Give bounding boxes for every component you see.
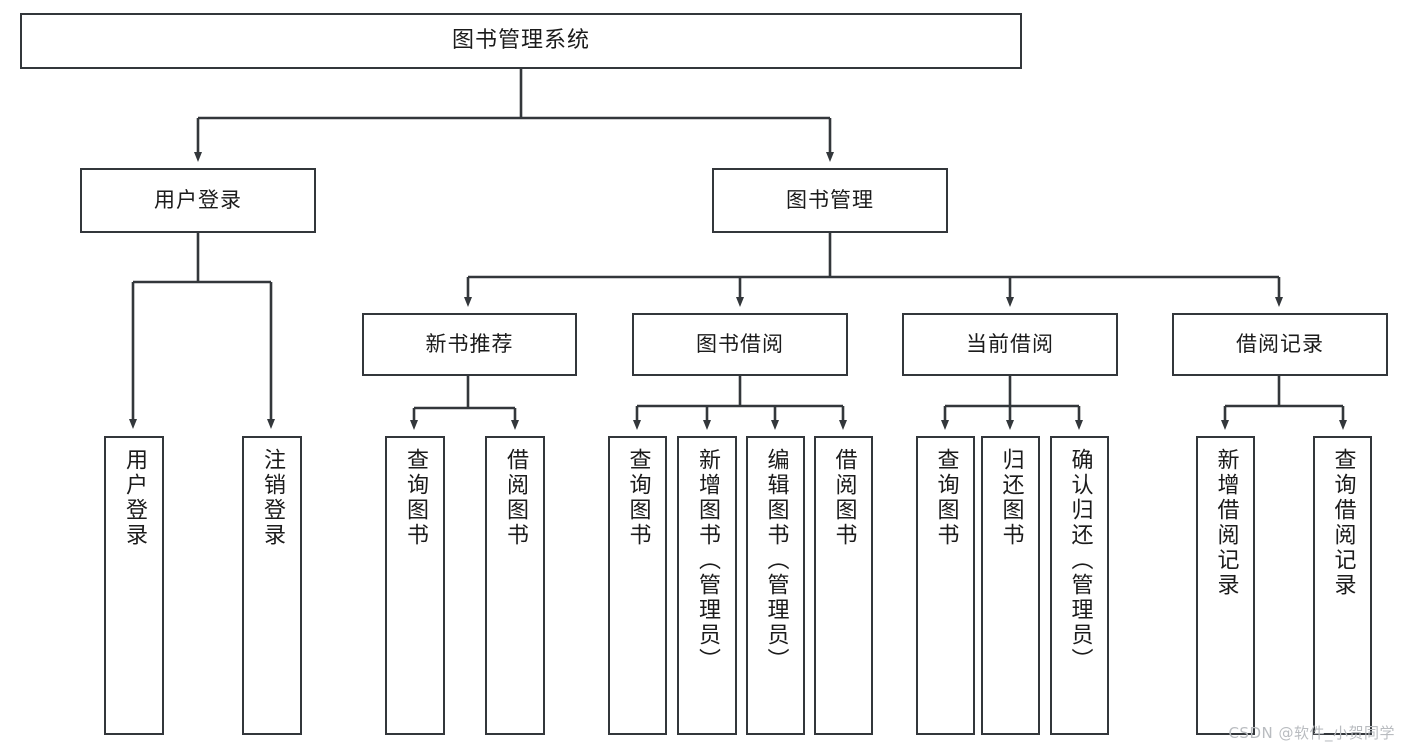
leaf-add-book-admin[interactable]: 新增图书（管理员） [677,436,737,735]
node-label: 查询图书 [933,448,959,548]
leaf-query-book-borrow[interactable]: 查询图书 [608,436,667,735]
node-borrow-records[interactable]: 借阅记录 [1172,313,1388,376]
leaf-edit-book-admin[interactable]: 编辑图书（管理员） [746,436,805,735]
leaf-logout[interactable]: 注销登录 [242,436,302,735]
node-label: 新增图书（管理员） [695,448,720,673]
leaf-confirm-return-admin[interactable]: 确认归还（管理员） [1050,436,1109,735]
node-label: 新增借阅记录 [1213,448,1239,598]
leaf-return-book[interactable]: 归还图书 [981,436,1040,735]
node-label: 借阅图书 [503,448,528,548]
node-label: 编辑图书（管理员） [763,448,789,673]
node-label: 查询借阅记录 [1330,448,1356,598]
node-label: 查询图书 [403,448,428,548]
node-root-system[interactable]: 图书管理系统 [20,13,1022,69]
node-label: 用户登录 [154,188,242,213]
node-new-book-recommend[interactable]: 新书推荐 [362,313,577,376]
leaf-add-borrow-record[interactable]: 新增借阅记录 [1196,436,1255,735]
node-label: 图书管理 [786,188,874,213]
node-label: 当前借阅 [966,332,1054,357]
leaf-borrow-book-recommend[interactable]: 借阅图书 [485,436,545,735]
leaf-user-login[interactable]: 用户登录 [104,436,164,735]
node-book-management[interactable]: 图书管理 [712,168,948,233]
node-user-login[interactable]: 用户登录 [80,168,316,233]
node-label: 归还图书 [998,448,1024,548]
node-book-borrow[interactable]: 图书借阅 [632,313,848,376]
node-current-borrow[interactable]: 当前借阅 [902,313,1118,376]
leaf-query-book-recommend[interactable]: 查询图书 [385,436,445,735]
node-label: 确认归还（管理员） [1067,448,1093,673]
leaf-borrow-book[interactable]: 借阅图书 [814,436,873,735]
node-label: 用户登录 [122,448,147,548]
leaf-query-borrow-record[interactable]: 查询借阅记录 [1313,436,1372,735]
leaf-query-book-current[interactable]: 查询图书 [916,436,975,735]
node-label: 图书借阅 [696,332,784,357]
node-label: 注销登录 [260,448,285,548]
node-label: 图书管理系统 [451,28,590,54]
node-label: 借阅图书 [831,448,857,548]
node-label: 新书推荐 [425,332,514,357]
node-label: 借阅记录 [1236,332,1324,357]
node-label: 查询图书 [625,448,651,548]
